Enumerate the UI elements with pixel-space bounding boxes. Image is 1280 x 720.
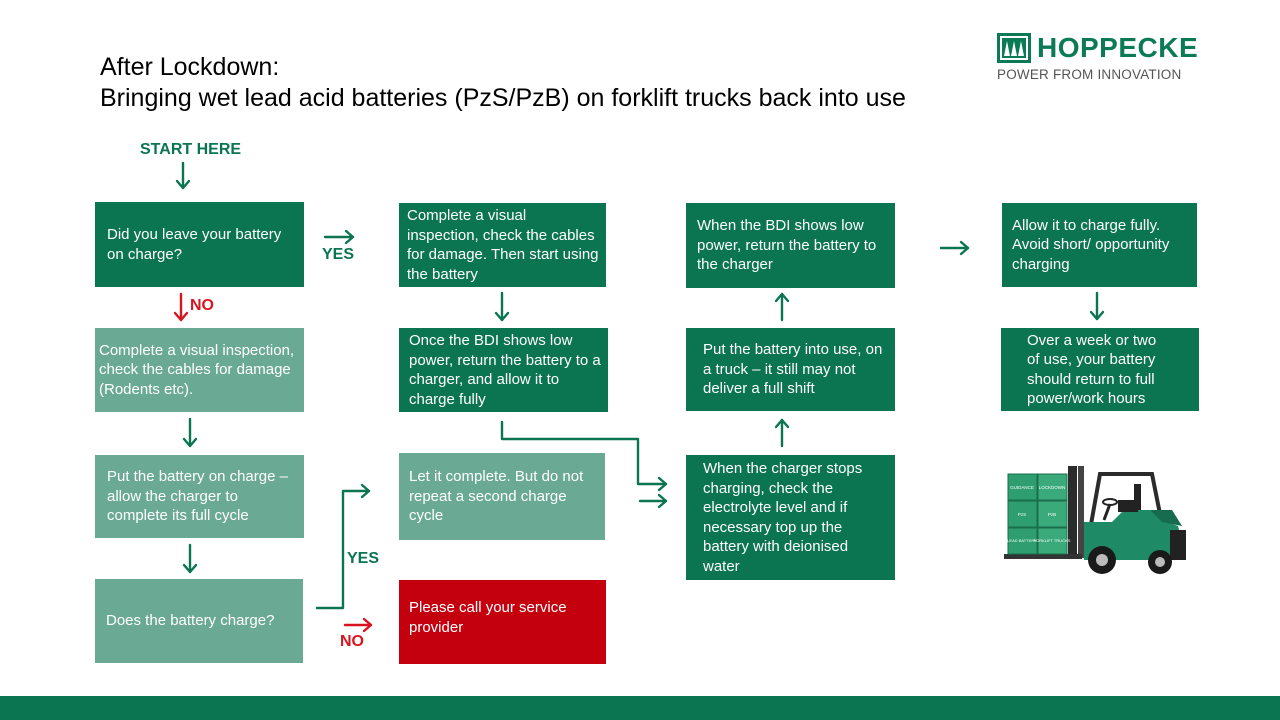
hoppecke-logo-icon [997, 33, 1031, 63]
logo-wordmark: HOPPECKE [1037, 32, 1199, 63]
box-week-or-two: Over a week or two of use, your battery … [1001, 328, 1199, 411]
box-put-on-charge: Put the battery on charge – allow the ch… [95, 455, 304, 538]
box-allow-charge-fully: Allow it to charge fully. Avoid short/ o… [1002, 203, 1197, 287]
crate-label-2: LOCKDOWN [1039, 485, 1066, 490]
arrow-yes-bend [315, 483, 371, 610]
arrow-col2-down [494, 291, 510, 322]
yes-label-top: YES [322, 246, 355, 263]
box-does-battery-charge: Does the battery charge? [95, 579, 303, 663]
arrow-col1-down-2 [182, 543, 198, 574]
arrow-col3-to-col4 [939, 240, 970, 256]
box-charger-stops: When the charger stops charging, check t… [686, 455, 895, 580]
box-visual-inspection-start: Complete a visual inspection, check the … [399, 203, 606, 287]
arrow-no-down [173, 292, 189, 322]
arrow-col3-up-1 [774, 418, 790, 448]
yes-label-bottom: YES [347, 550, 380, 567]
title-line-2: Bringing wet lead acid batteries (PzS/Pz… [100, 84, 906, 112]
box-left-on-charge-question: Did you leave your battery on charge? [95, 202, 304, 287]
box-let-it-complete: Let it complete. But do not repeat a sec… [399, 453, 605, 540]
crate-label-6: FORKLIFT TRUCKS [1034, 538, 1071, 543]
arrow-start-down [175, 161, 191, 190]
hoppecke-logo: HOPPECKE POWER FROM INNOVATION [997, 32, 1199, 83]
arrow-col4-down [1089, 291, 1105, 321]
box-call-service-provider: Please call your service provider [399, 580, 606, 664]
box-bdi-low-return-allow: Once the BDI shows low power, return the… [399, 328, 608, 412]
arrow-bdi-to-charger-stops [500, 420, 668, 492]
start-here-label: START HERE [140, 141, 242, 158]
footer-bar [0, 696, 1280, 720]
crate-label-1: GUIDANCE [1010, 485, 1034, 490]
no-label-bottom: NO [340, 633, 364, 650]
arrow-to-charger-stops-2 [638, 493, 668, 509]
arrow-col3-up-2 [774, 292, 790, 322]
crate-label-4: PzB [1048, 512, 1056, 517]
battery-crates: GUIDANCE LOCKDOWN PzS PzB LEAD BATTERY F… [1007, 473, 1071, 555]
box-visual-inspection-rodents: Complete a visual inspection, check the … [95, 328, 304, 412]
no-label-left: NO [190, 297, 214, 314]
box-put-into-use: Put the battery into use, on a truck – i… [686, 328, 895, 411]
crate-label-5: LEAD BATTERY [1007, 538, 1037, 543]
box-bdi-low-return: When the BDI shows low power, return the… [686, 203, 895, 288]
forklift-illustration: GUIDANCE LOCKDOWN PzS PzB LEAD BATTERY F… [1004, 466, 1186, 574]
logo-tagline: POWER FROM INNOVATION [997, 67, 1182, 82]
title-line-1: After Lockdown: [100, 53, 280, 81]
arrow-col1-down-1 [182, 417, 198, 448]
arrow-no-right [343, 617, 373, 633]
crate-label-3: PzS [1018, 512, 1026, 517]
page-title: After Lockdown: Bringing wet lead acid b… [100, 52, 906, 114]
arrow-yes-right [323, 229, 355, 245]
